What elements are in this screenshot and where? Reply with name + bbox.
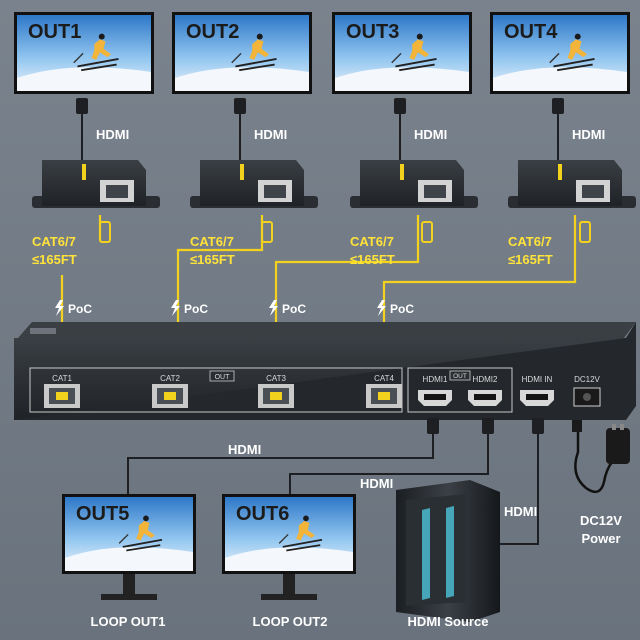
hdmi-in-port[interactable]	[520, 390, 554, 406]
out-badge-box	[209, 370, 235, 382]
poc-label-4: PoC	[390, 302, 414, 316]
port-label-cat1: CAT1	[52, 374, 72, 383]
receiver-port-socket	[582, 185, 604, 198]
hdmi-in-label: HDMI IN	[522, 375, 553, 384]
dc-port-label: DC12V	[574, 375, 600, 384]
port-label-cat4: CAT4	[374, 374, 394, 383]
cat-connector-out4	[579, 221, 591, 243]
monitor-out4-snow	[493, 67, 627, 91]
monitor-out2-label: OUT2	[186, 21, 239, 43]
loop-out1-caption: LOOP OUT1	[91, 614, 166, 629]
monitor-out5-base	[101, 594, 157, 600]
hdmi-out-badge: OUT	[453, 373, 467, 380]
hdmi-cable-label-out1: HDMI	[96, 127, 129, 142]
rj45-port-1[interactable]	[44, 384, 80, 408]
loop-cable-label-2: HDMI	[360, 476, 393, 491]
monitor-out1: OUT1	[14, 12, 154, 94]
monitor-out6-snow	[225, 547, 353, 571]
loop-cable-label-1: HDMI	[228, 442, 261, 457]
distance-label-out1: ≤165FT	[32, 252, 77, 267]
monitor-out1-snow	[17, 67, 151, 91]
distance-label-out3: ≤165FT	[350, 252, 395, 267]
hdmi-out-label-1: HDMI1	[423, 375, 448, 384]
receiver-group	[32, 160, 636, 208]
rj45-port-4[interactable]	[366, 384, 402, 408]
rj45-port-2[interactable]	[152, 384, 188, 408]
poc-label-3: PoC	[282, 302, 306, 316]
poc-bolt-icon	[269, 300, 278, 316]
monitor-out6: OUT6	[222, 494, 356, 600]
cat-connector-out1	[99, 221, 111, 243]
receiver-port-socket	[106, 185, 128, 198]
monitor-out3: OUT3	[332, 12, 472, 94]
monitor-out2-snow	[175, 67, 309, 91]
port-label-cat2: CAT2	[160, 374, 180, 383]
monitor-out5: OUT5	[62, 494, 196, 600]
poc-label-1: PoC	[68, 302, 92, 316]
receiver-port-socket	[264, 185, 286, 198]
hdmi-source-caption: HDMI Source	[408, 614, 489, 629]
power-label-line1: DC12V	[580, 513, 622, 528]
receiver-out1	[32, 160, 160, 208]
top-hdmi-plugs	[76, 98, 564, 114]
monitor-out5-label: OUT5	[76, 503, 129, 525]
hdmi-out-port-2[interactable]	[468, 390, 502, 406]
cable-type-label-out3: CAT6/7	[350, 234, 394, 249]
monitor-out2: OUT2	[172, 12, 312, 94]
dc-port[interactable]	[573, 387, 601, 407]
monitor-out5-snow	[65, 547, 193, 571]
port-label-cat3: CAT3	[266, 374, 286, 383]
splitter-logo	[30, 328, 56, 334]
cat-connector-out3	[421, 221, 433, 243]
loop-cables	[127, 428, 539, 545]
pc-tower	[396, 480, 500, 622]
rj45-port-3[interactable]	[258, 384, 294, 408]
monitor-out5-stand	[123, 574, 135, 596]
power-adapter	[572, 420, 630, 494]
receiver-led	[240, 164, 244, 180]
hdmi-cable-label-out4: HDMI	[572, 127, 605, 142]
poc-bolt-icon	[377, 300, 386, 316]
monitor-out3-label: OUT3	[346, 21, 399, 43]
distance-label-out2: ≤165FT	[190, 252, 235, 267]
receiver-port-socket	[424, 185, 446, 198]
cable-type-label-out4: CAT6/7	[508, 234, 552, 249]
hdmi-out-label-2: HDMI2	[473, 375, 498, 384]
monitor-out6-stand	[283, 574, 295, 596]
source-cable-label: HDMI	[504, 504, 537, 519]
hdmi-cable-label-out3: HDMI	[414, 127, 447, 142]
out-badge: OUT	[215, 374, 231, 381]
monitor-out6-base	[261, 594, 317, 600]
power-label-line2: Power	[581, 531, 620, 546]
hdmi-out-port-1[interactable]	[418, 390, 452, 406]
receiver-led	[400, 164, 404, 180]
cat-connector-out2	[261, 221, 273, 243]
poc-bolt-icon	[171, 300, 180, 316]
receiver-led	[82, 164, 86, 180]
monitor-out6-label: OUT6	[236, 503, 289, 525]
monitor-out1-label: OUT1	[28, 21, 81, 43]
receiver-led	[558, 164, 562, 180]
receiver-out4	[508, 160, 636, 208]
receiver-out2	[190, 160, 318, 208]
loop-plugs	[427, 418, 544, 434]
hdmi-cable-label-out2: HDMI	[254, 127, 287, 142]
cable-type-label-out1: CAT6/7	[32, 234, 76, 249]
monitor-out4: OUT4	[490, 12, 630, 94]
distance-label-out4: ≤165FT	[508, 252, 553, 267]
top-hdmi-cables	[81, 112, 559, 160]
receiver-out3	[350, 160, 478, 208]
monitor-out3-snow	[335, 67, 469, 91]
label-group: HDMI CAT6/7 ≤165FT HDMI CAT6/7 ≤165FT HDMI CAT6…	[32, 127, 622, 629]
poc-bolt-icon	[55, 300, 64, 316]
monitor-out4-label: OUT4	[504, 21, 558, 43]
hdmi-out-badge-box	[449, 370, 471, 381]
cable-type-label-out2: CAT6/7	[190, 234, 234, 249]
loop-out2-caption: LOOP OUT2	[253, 614, 328, 629]
poc-label-2: PoC	[184, 302, 208, 316]
